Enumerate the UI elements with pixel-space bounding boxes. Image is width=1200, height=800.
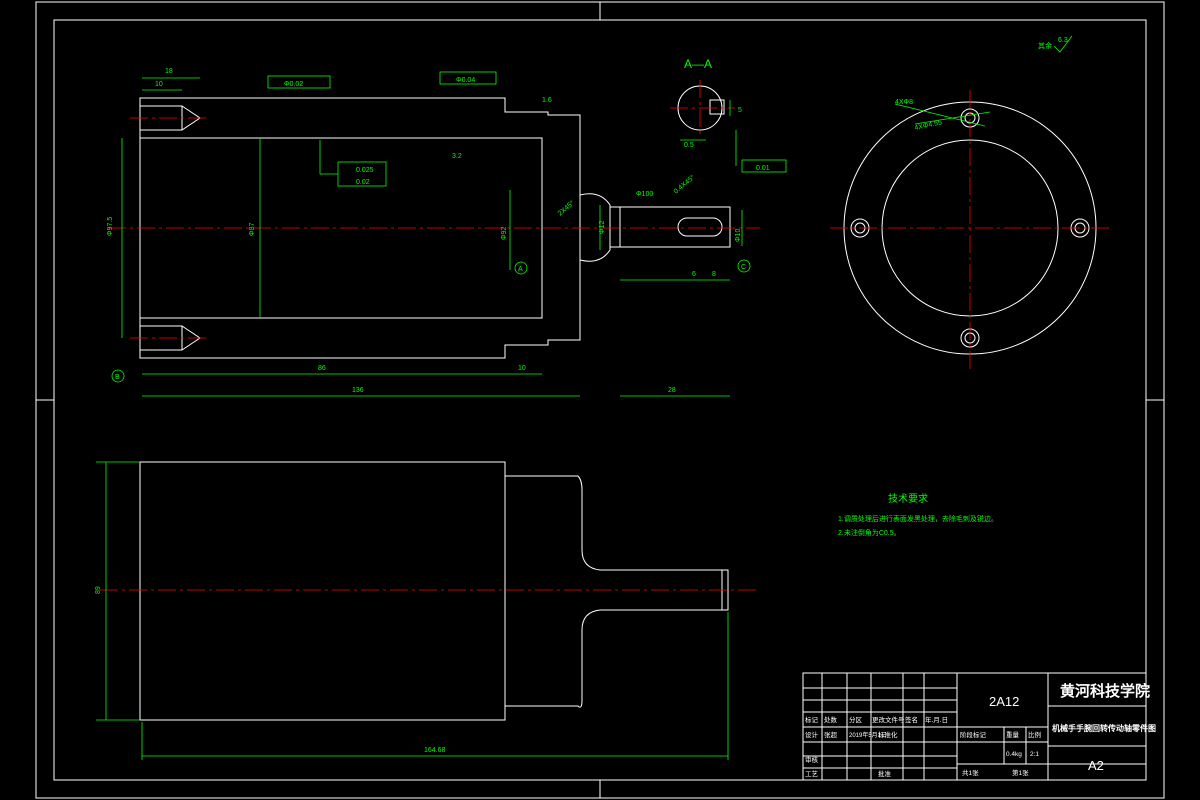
- tb-label-mark: 标记: [805, 715, 819, 724]
- dim-dia-left: Φ97.5: [107, 217, 114, 236]
- roughness-note: 其余: [1038, 41, 1052, 50]
- tb-label-zone: 分区: [849, 715, 863, 724]
- section-dim-5: 5: [738, 107, 742, 114]
- tb-label-sign: 签名: [905, 715, 918, 724]
- tb-drawing-name: 机械手手腕回转传动轴零件图: [1052, 723, 1156, 733]
- section-title: A—A: [684, 57, 712, 71]
- dim-136: 136: [352, 387, 364, 394]
- tb-design-date: 2019年5月1日: [849, 731, 887, 739]
- tb-process: 工艺: [805, 770, 819, 778]
- dim-86: 86: [318, 365, 326, 372]
- dim-flange-dia: Φ100: [636, 191, 653, 198]
- tb-sheet-total: 共1张: [962, 768, 979, 777]
- dim-rib: 2X45°: [556, 199, 576, 218]
- tech-req-item-1: 1.调质处理后进行表面发黑处理，去除毛刺及锐边。: [838, 514, 998, 523]
- dim-hole-4x2: 4XΦ4.55: [914, 119, 943, 132]
- dim-6: 6: [692, 271, 696, 278]
- gdt-tol-1: 0.025: [356, 167, 374, 174]
- section-dim-001: 0.01: [756, 165, 770, 172]
- tb-weight-value: 0.4kg: [1006, 751, 1022, 758]
- dim-inner-dia: Φ87: [249, 223, 256, 236]
- dim-bottom-overall: 164.68: [424, 747, 446, 754]
- tb-sheet-format: A2: [1088, 758, 1104, 773]
- tb-design-label: 设计: [805, 730, 819, 739]
- tb-designer: 张超: [824, 730, 838, 739]
- tb-scale-value: 2:1: [1030, 751, 1039, 758]
- dim-10-top: 10: [155, 81, 163, 88]
- dim-28: 28: [668, 387, 676, 394]
- tb-standardize: 标准化: [878, 730, 898, 739]
- gdt-perp-1: Φ0.02: [284, 81, 303, 88]
- tb-sheet-no: 第1张: [1012, 768, 1029, 777]
- dim-left-body: Φ92: [501, 227, 508, 240]
- dim-8: 8: [712, 271, 716, 278]
- dim-rough-1-6: 1.6: [542, 97, 552, 104]
- dim-chamfer: 0.4X45°: [672, 173, 696, 195]
- datum-a-label: A: [518, 266, 523, 273]
- dim-18: 18: [165, 68, 173, 75]
- dim-rough-3-2: 3.2: [452, 153, 462, 160]
- tb-material: 2A12: [989, 694, 1019, 709]
- dim-shaft-dia: Φ12: [599, 221, 606, 234]
- title-block: [802, 672, 1147, 781]
- dim-side-height: 89: [95, 586, 102, 594]
- roughness-value: 6.3: [1058, 37, 1068, 44]
- tb-label-count: 处数: [824, 715, 838, 724]
- main-section-view: [108, 71, 760, 397]
- section-dim-05: 0.5: [684, 142, 694, 149]
- dim-hole-4x: 4XΦ8: [895, 99, 913, 106]
- tb-approve: 批准: [878, 769, 892, 778]
- exterior-view: [96, 461, 760, 760]
- dim-10-bottom: 10: [518, 365, 526, 372]
- outer-frame: [35, 1, 1165, 799]
- inner-frame: [53, 19, 1147, 781]
- tb-weight-label: 重量: [1006, 731, 1020, 739]
- tech-req-item-2: 2.未注倒角为C0.5。: [838, 528, 901, 537]
- tb-school: 黄河科技学院: [1060, 682, 1150, 700]
- gdt-tol-2: 0.02: [356, 179, 370, 186]
- section-a-a-view: [670, 80, 787, 173]
- tb-review: 审核: [805, 755, 819, 764]
- tb-scale-label: 比例: [1028, 730, 1041, 739]
- tb-label-date: 年.月.日: [925, 715, 948, 724]
- datum-b-label: B: [115, 374, 120, 381]
- dim-shaft-small: Φ10: [735, 229, 742, 242]
- datum-c-label: C: [741, 264, 746, 271]
- gdt-perp-2: Φ0.04: [456, 77, 475, 84]
- tech-req-title: 技术要求: [888, 492, 928, 505]
- flange-end-view: [830, 90, 1110, 370]
- tb-stage: 阶段标记: [960, 730, 987, 739]
- tb-label-change: 更改文件号: [872, 715, 905, 724]
